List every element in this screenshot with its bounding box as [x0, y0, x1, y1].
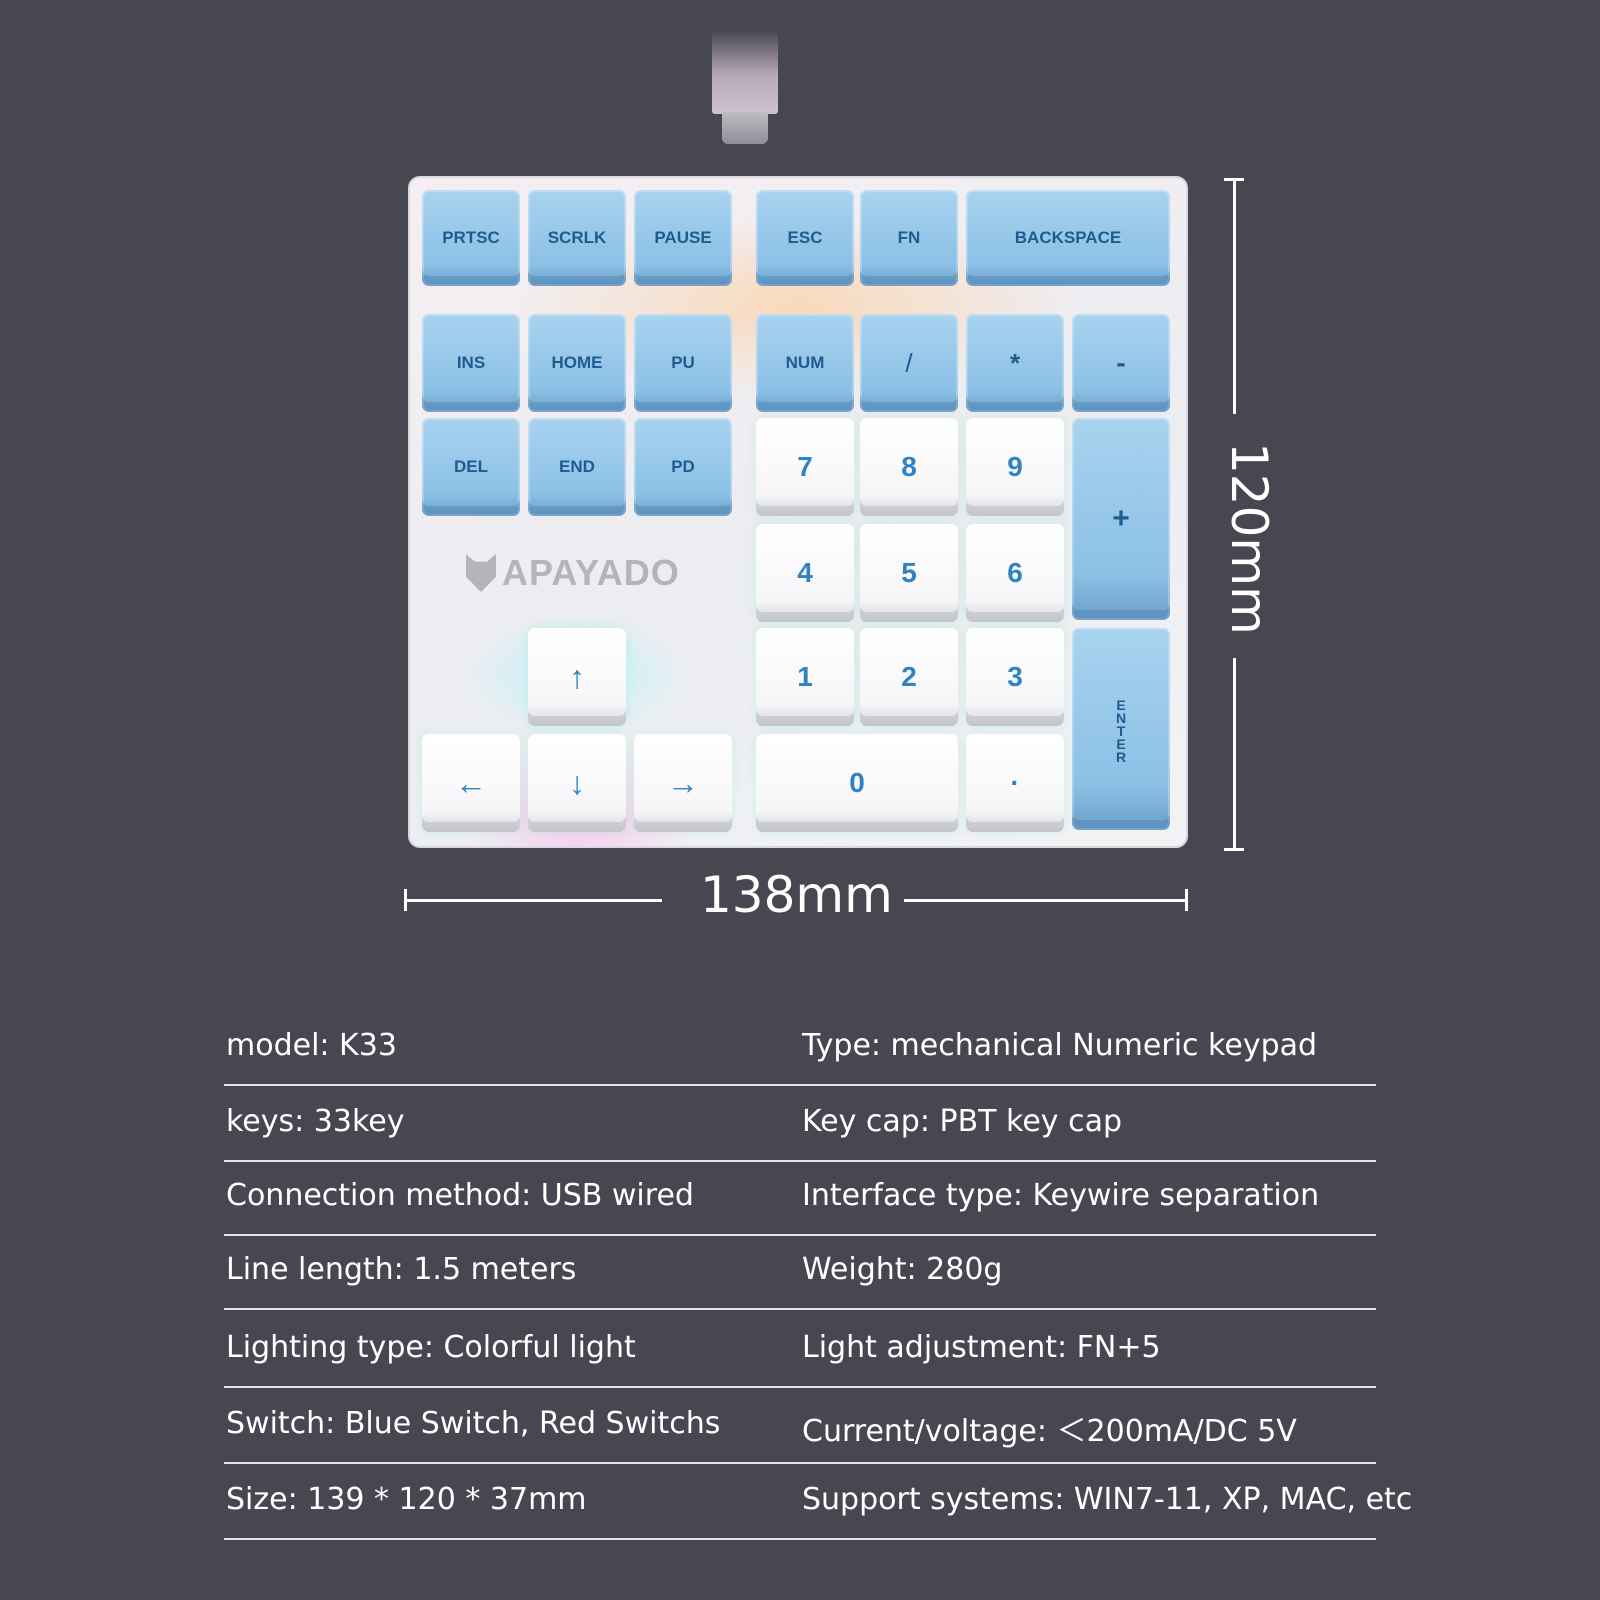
- key-0: 0: [756, 734, 958, 832]
- width-dimension-line-left: [404, 899, 662, 902]
- numeric-keypad-image: PRTSC SCRLK PAUSE ESC FN BACKSPACE INS H…: [408, 176, 1188, 848]
- spec-left: Line length: 1.5 meters: [226, 1252, 577, 1287]
- height-dimension-tick-top: [1224, 178, 1244, 181]
- width-label: 138mm: [700, 866, 893, 924]
- key-4: 4: [756, 524, 854, 622]
- wolf-logo-icon: [466, 554, 496, 592]
- key-minus: -: [1072, 314, 1170, 412]
- height-dimension-tick-bottom: [1224, 848, 1244, 851]
- spec-row: Line length: 1.5 meters Weight: 280g: [224, 1232, 1376, 1310]
- key-scrlk: SCRLK: [528, 190, 626, 286]
- key-right-arrow: →: [634, 734, 732, 832]
- key-7: 7: [756, 418, 854, 516]
- key-pd: PD: [634, 418, 732, 516]
- key-decimal: ·: [966, 734, 1064, 832]
- key-prtsc: PRTSC: [422, 190, 520, 286]
- key-8: 8: [860, 418, 958, 516]
- key-1: 1: [756, 628, 854, 726]
- key-del: DEL: [422, 418, 520, 516]
- key-left-arrow: ←: [422, 734, 520, 832]
- key-end: END: [528, 418, 626, 516]
- brand-logo: APAYADO: [466, 552, 680, 594]
- height-dimension-line-bottom: [1233, 658, 1236, 850]
- key-pause: PAUSE: [634, 190, 732, 286]
- spec-right: Light adjustment: FN+5: [802, 1330, 1161, 1365]
- spec-left: Size: 139 * 120 * 37mm: [226, 1482, 587, 1517]
- spec-left: Switch: Blue Switch, Red Switchs: [226, 1406, 721, 1441]
- brand-name: APAYADO: [502, 552, 680, 593]
- key-fn: FN: [860, 190, 958, 286]
- key-9: 9: [966, 418, 1064, 516]
- spec-row: Switch: Blue Switch, Red Switchs Current…: [224, 1386, 1376, 1464]
- key-enter: ENTER: [1072, 628, 1170, 830]
- width-dimension-tick-right: [1185, 889, 1188, 911]
- key-down-arrow: ↓: [528, 734, 626, 832]
- key-enter-label: ENTER: [1113, 696, 1129, 762]
- key-backspace: BACKSPACE: [966, 190, 1170, 286]
- spec-left: Lighting type: Colorful light: [226, 1330, 636, 1365]
- key-up-arrow: ↑: [528, 628, 626, 726]
- spec-right: Key cap: PBT key cap: [802, 1104, 1122, 1139]
- height-dimension-line-top: [1233, 178, 1236, 414]
- width-dimension-line-right: [904, 899, 1188, 902]
- key-esc: ESC: [756, 190, 854, 286]
- key-pu: PU: [634, 314, 732, 412]
- spec-row: Connection method: USB wired Interface t…: [224, 1158, 1376, 1236]
- key-slash: /: [860, 314, 958, 412]
- key-3: 3: [966, 628, 1064, 726]
- usb-cable: [712, 30, 778, 114]
- height-label: 120mm: [1220, 442, 1278, 635]
- spec-right: Type: mechanical Numeric keypad: [802, 1028, 1318, 1063]
- spec-right: Interface type: Keywire separation: [802, 1178, 1320, 1213]
- spec-left: keys: 33key: [226, 1104, 405, 1139]
- key-2: 2: [860, 628, 958, 726]
- spec-row: Size: 139 * 120 * 37mm Support systems: …: [224, 1462, 1412, 1540]
- spec-row: Lighting type: Colorful light Light adju…: [224, 1310, 1376, 1388]
- key-ins: INS: [422, 314, 520, 412]
- usb-c-plug: [722, 112, 768, 144]
- key-6: 6: [966, 524, 1064, 622]
- spec-right: Support systems: WIN7-11, XP, MAC, etc: [802, 1482, 1413, 1517]
- spec-right: Current/voltage: ＜200mA/DC 5V: [802, 1414, 1297, 1449]
- spec-left: model: K33: [226, 1028, 397, 1063]
- key-5: 5: [860, 524, 958, 622]
- key-asterisk: *: [966, 314, 1064, 412]
- spec-left: Connection method: USB wired: [226, 1178, 694, 1213]
- width-dimension-tick-left: [404, 889, 407, 911]
- key-home: HOME: [528, 314, 626, 412]
- spec-right: Weight: 280g: [802, 1252, 1003, 1287]
- key-num: NUM: [756, 314, 854, 412]
- key-plus: +: [1072, 418, 1170, 620]
- spec-row: keys: 33key Key cap: PBT key cap: [224, 1084, 1376, 1162]
- spec-row: model: K33 Type: mechanical Numeric keyp…: [224, 1008, 1376, 1086]
